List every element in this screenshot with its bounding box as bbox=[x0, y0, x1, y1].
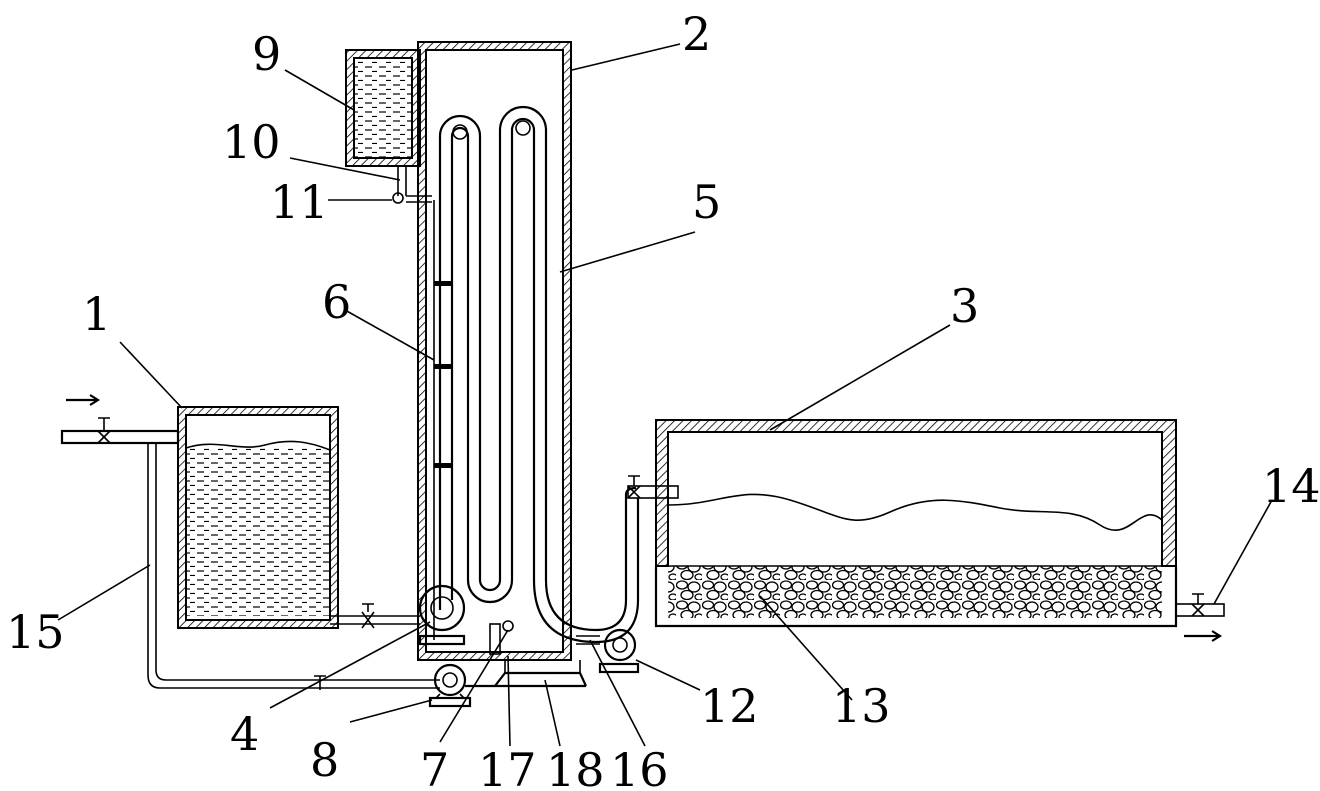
tank-1-water-surface bbox=[185, 440, 331, 451]
label-6: 6 bbox=[322, 275, 351, 329]
outlet-arrow-icon bbox=[1184, 630, 1223, 642]
label-1: 1 bbox=[82, 287, 111, 341]
pump-12 bbox=[598, 628, 640, 674]
label-16: 16 bbox=[610, 743, 669, 791]
label-18: 18 bbox=[546, 743, 605, 791]
tank-1-liquid bbox=[186, 448, 330, 616]
label-14: 14 bbox=[1262, 459, 1320, 513]
aeration-pipe-7 bbox=[489, 620, 514, 655]
label-4: 4 bbox=[230, 707, 259, 761]
filter-inlet-valve-icon bbox=[627, 475, 641, 499]
feed-valve-icon bbox=[361, 603, 375, 629]
column-base bbox=[465, 660, 587, 688]
label-8: 8 bbox=[310, 733, 339, 787]
label-10: 10 bbox=[222, 115, 281, 169]
label-7: 7 bbox=[420, 743, 449, 791]
reagent-valve-icon bbox=[392, 192, 404, 204]
label-9: 9 bbox=[252, 27, 281, 81]
tank-1-wall bbox=[177, 406, 339, 629]
inlet-pipe bbox=[60, 394, 180, 445]
reagent-tank bbox=[345, 49, 432, 204]
serpentine-tube bbox=[438, 105, 640, 644]
reagent-drop-pipe bbox=[397, 166, 407, 196]
feed-pipe bbox=[330, 603, 420, 629]
reactor-column bbox=[417, 41, 600, 661]
raw-water-tank bbox=[177, 406, 339, 629]
pump-4 bbox=[418, 584, 466, 646]
label-12: 12 bbox=[700, 679, 759, 733]
filter-tank-water-surface bbox=[667, 493, 1163, 532]
leader-lines bbox=[57, 43, 1273, 747]
bypass-pipe bbox=[147, 443, 440, 690]
label-13: 13 bbox=[832, 679, 891, 733]
outlet-valve-icon bbox=[1191, 593, 1205, 617]
inlet-arrow-icon bbox=[66, 394, 101, 406]
callout-labels: 1 2 3 4 5 6 7 8 9 10 11 12 13 14 15 16 1… bbox=[6, 7, 1320, 791]
label-3: 3 bbox=[950, 279, 979, 333]
label-5: 5 bbox=[692, 175, 721, 229]
bypass-valve-icon bbox=[314, 675, 326, 690]
pump-8 bbox=[428, 663, 472, 708]
filter-tank bbox=[627, 419, 1225, 642]
label-2: 2 bbox=[682, 7, 711, 61]
inlet-valve-icon bbox=[97, 417, 111, 444]
label-17: 17 bbox=[478, 743, 537, 791]
gravel-layer bbox=[668, 566, 1162, 618]
column-wall bbox=[417, 41, 572, 661]
label-15: 15 bbox=[6, 605, 65, 659]
label-11: 11 bbox=[270, 175, 329, 229]
